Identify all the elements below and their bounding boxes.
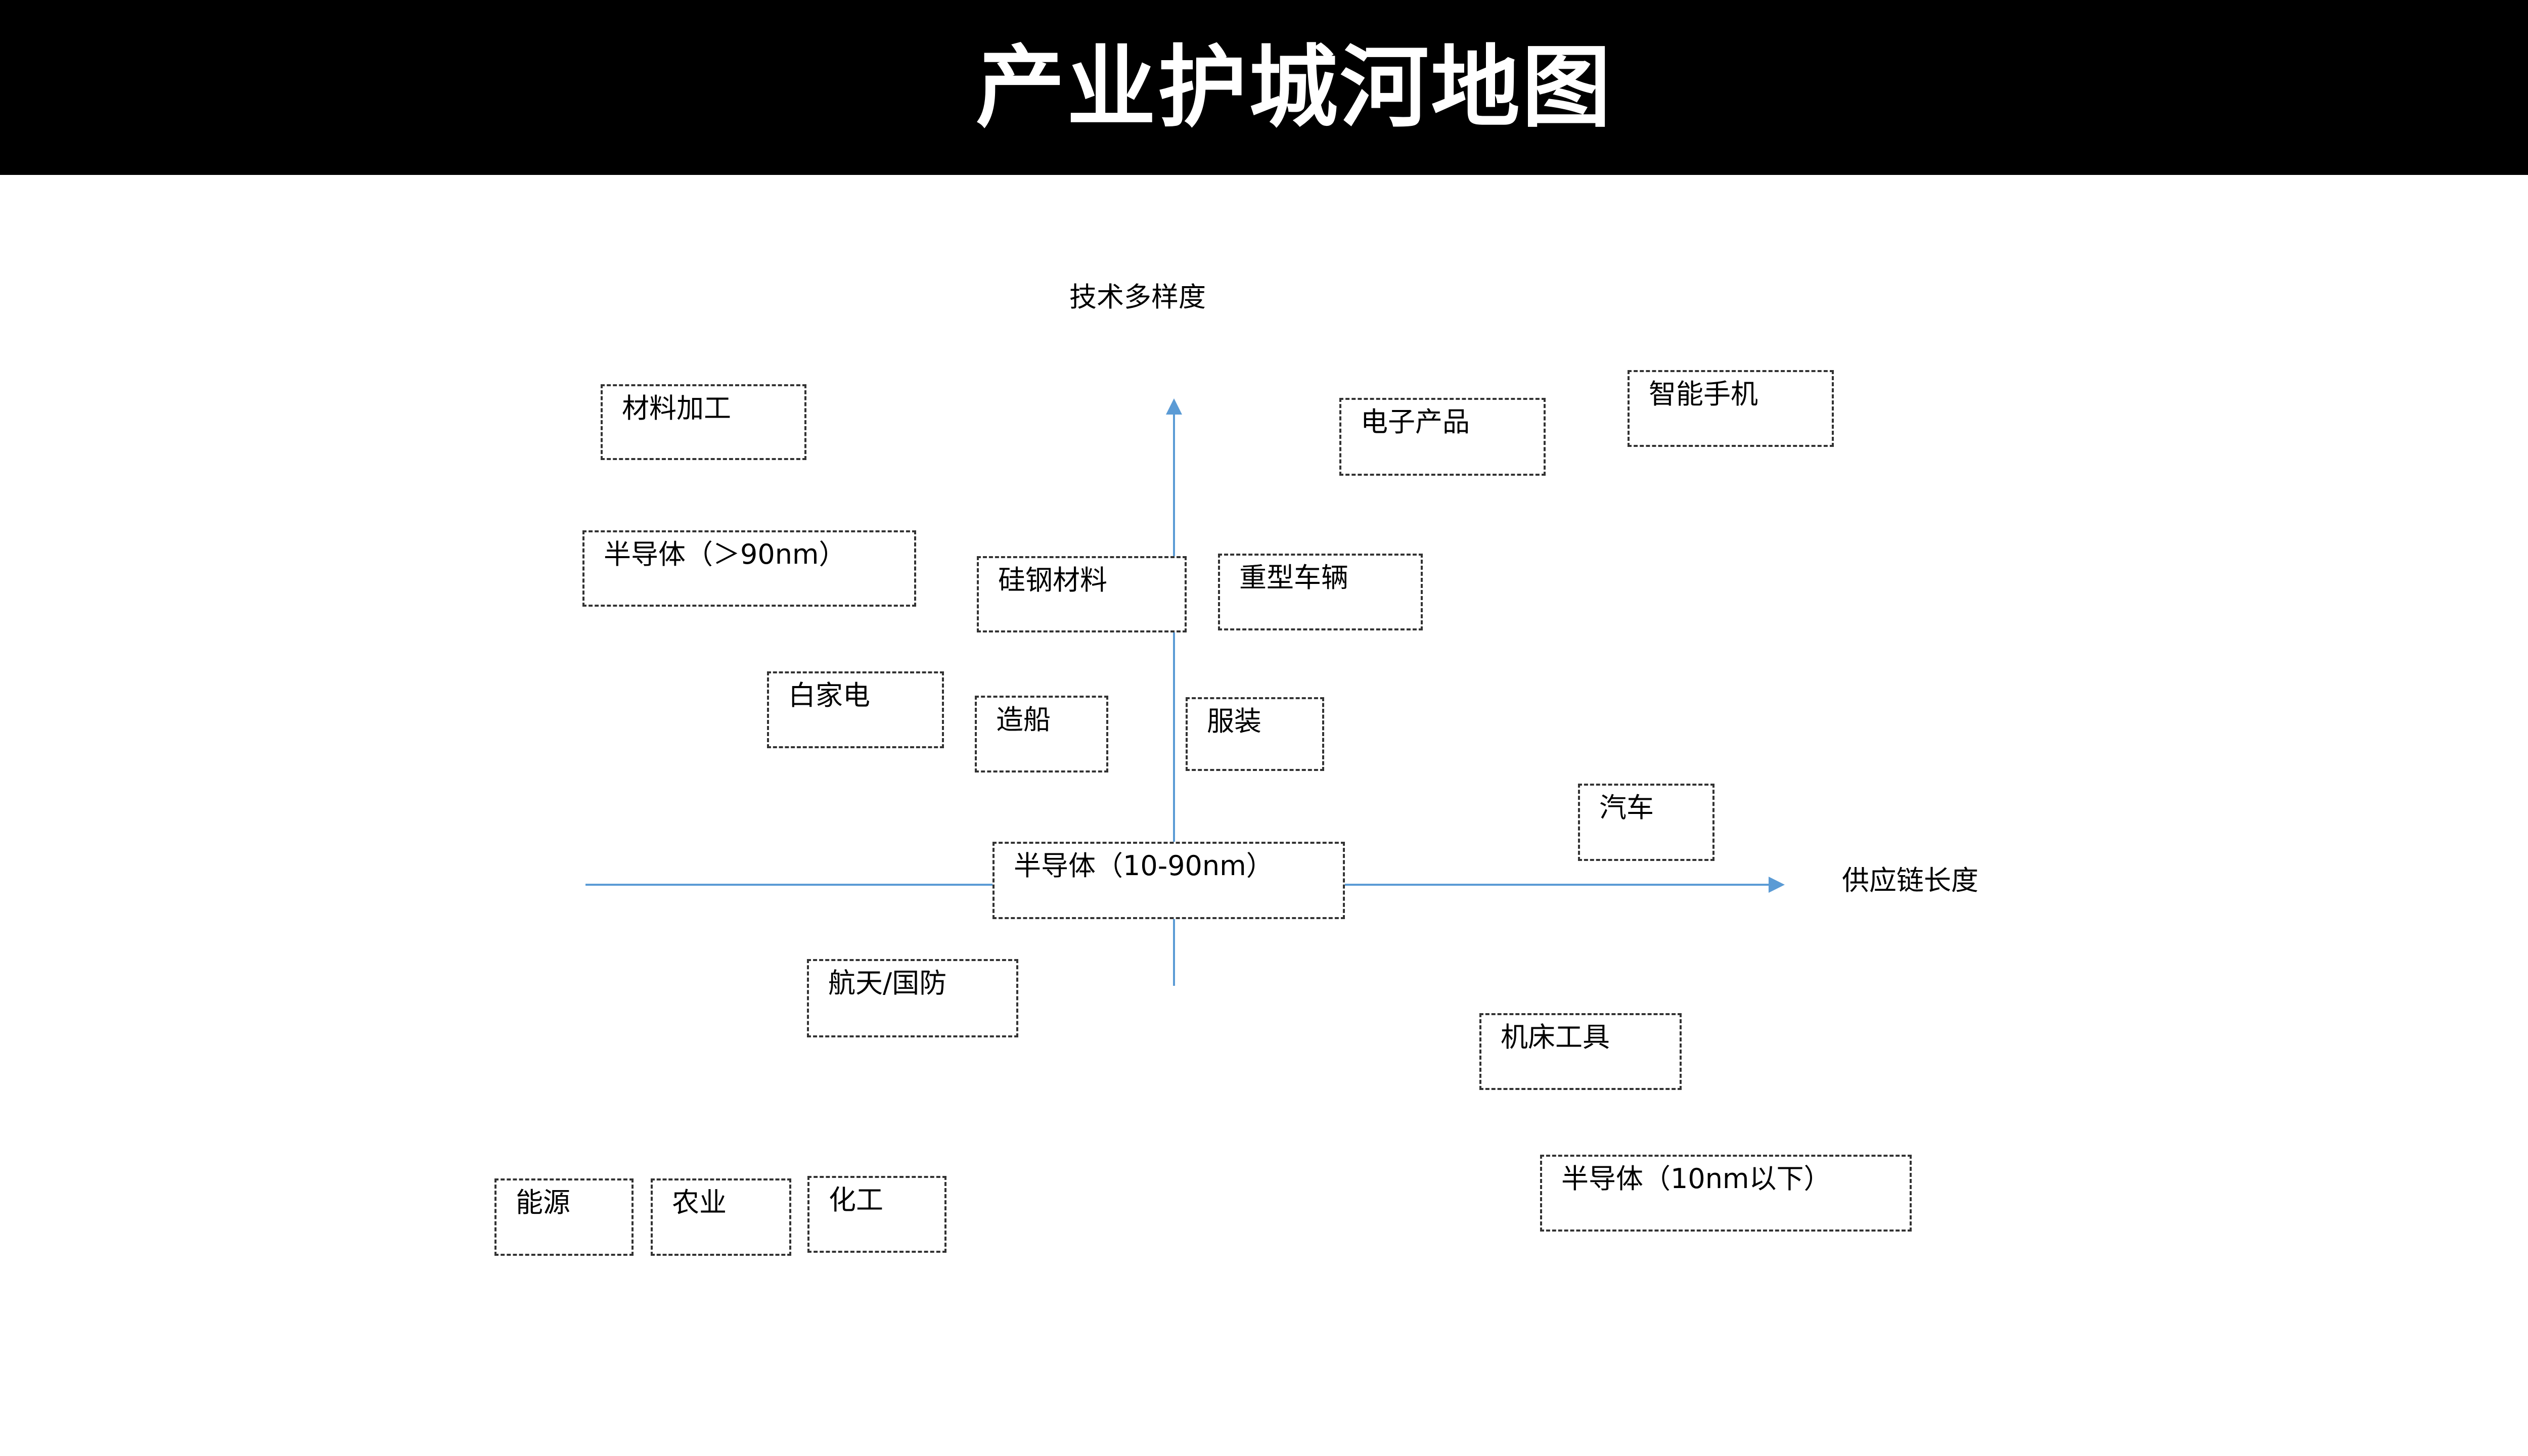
node-smartphones: 智能手机	[1628, 370, 1834, 447]
node-semiconductor-gt90nm: 半导体（＞90nm）	[582, 530, 916, 607]
node-shipbuilding: 造船	[975, 696, 1108, 772]
node-chemicals: 化工	[807, 1176, 946, 1253]
node-semiconductor-10-90nm: 半导体（10-90nm）	[992, 842, 1345, 919]
y-axis-arrow-icon	[1166, 398, 1182, 415]
page-title: 产业护城河地图	[975, 35, 1613, 140]
title-bar: 产业护城河地图	[0, 0, 2528, 175]
node-machine-tools: 机床工具	[1479, 1013, 1682, 1090]
node-materials-processing: 材料加工	[601, 384, 806, 460]
node-apparel: 服装	[1186, 697, 1324, 771]
x-axis-label: 供应链长度	[1842, 864, 1978, 896]
node-agriculture: 农业	[651, 1178, 791, 1256]
node-semiconductor-lt10nm: 半导体（10nm以下）	[1540, 1155, 1912, 1232]
node-silicon-steel: 硅钢材料	[977, 556, 1187, 632]
node-electronics: 电子产品	[1339, 398, 1546, 476]
x-axis-arrow-icon	[1769, 877, 1785, 893]
node-automobiles: 汽车	[1578, 784, 1714, 861]
y-axis-line	[1173, 407, 1175, 986]
node-energy: 能源	[494, 1178, 634, 1256]
node-white-goods: 白家电	[767, 671, 944, 748]
y-axis-label: 技术多样度	[1069, 281, 1206, 313]
node-heavy-vehicles: 重型车辆	[1218, 554, 1423, 630]
node-aerospace-defense: 航天/国防	[807, 959, 1018, 1037]
